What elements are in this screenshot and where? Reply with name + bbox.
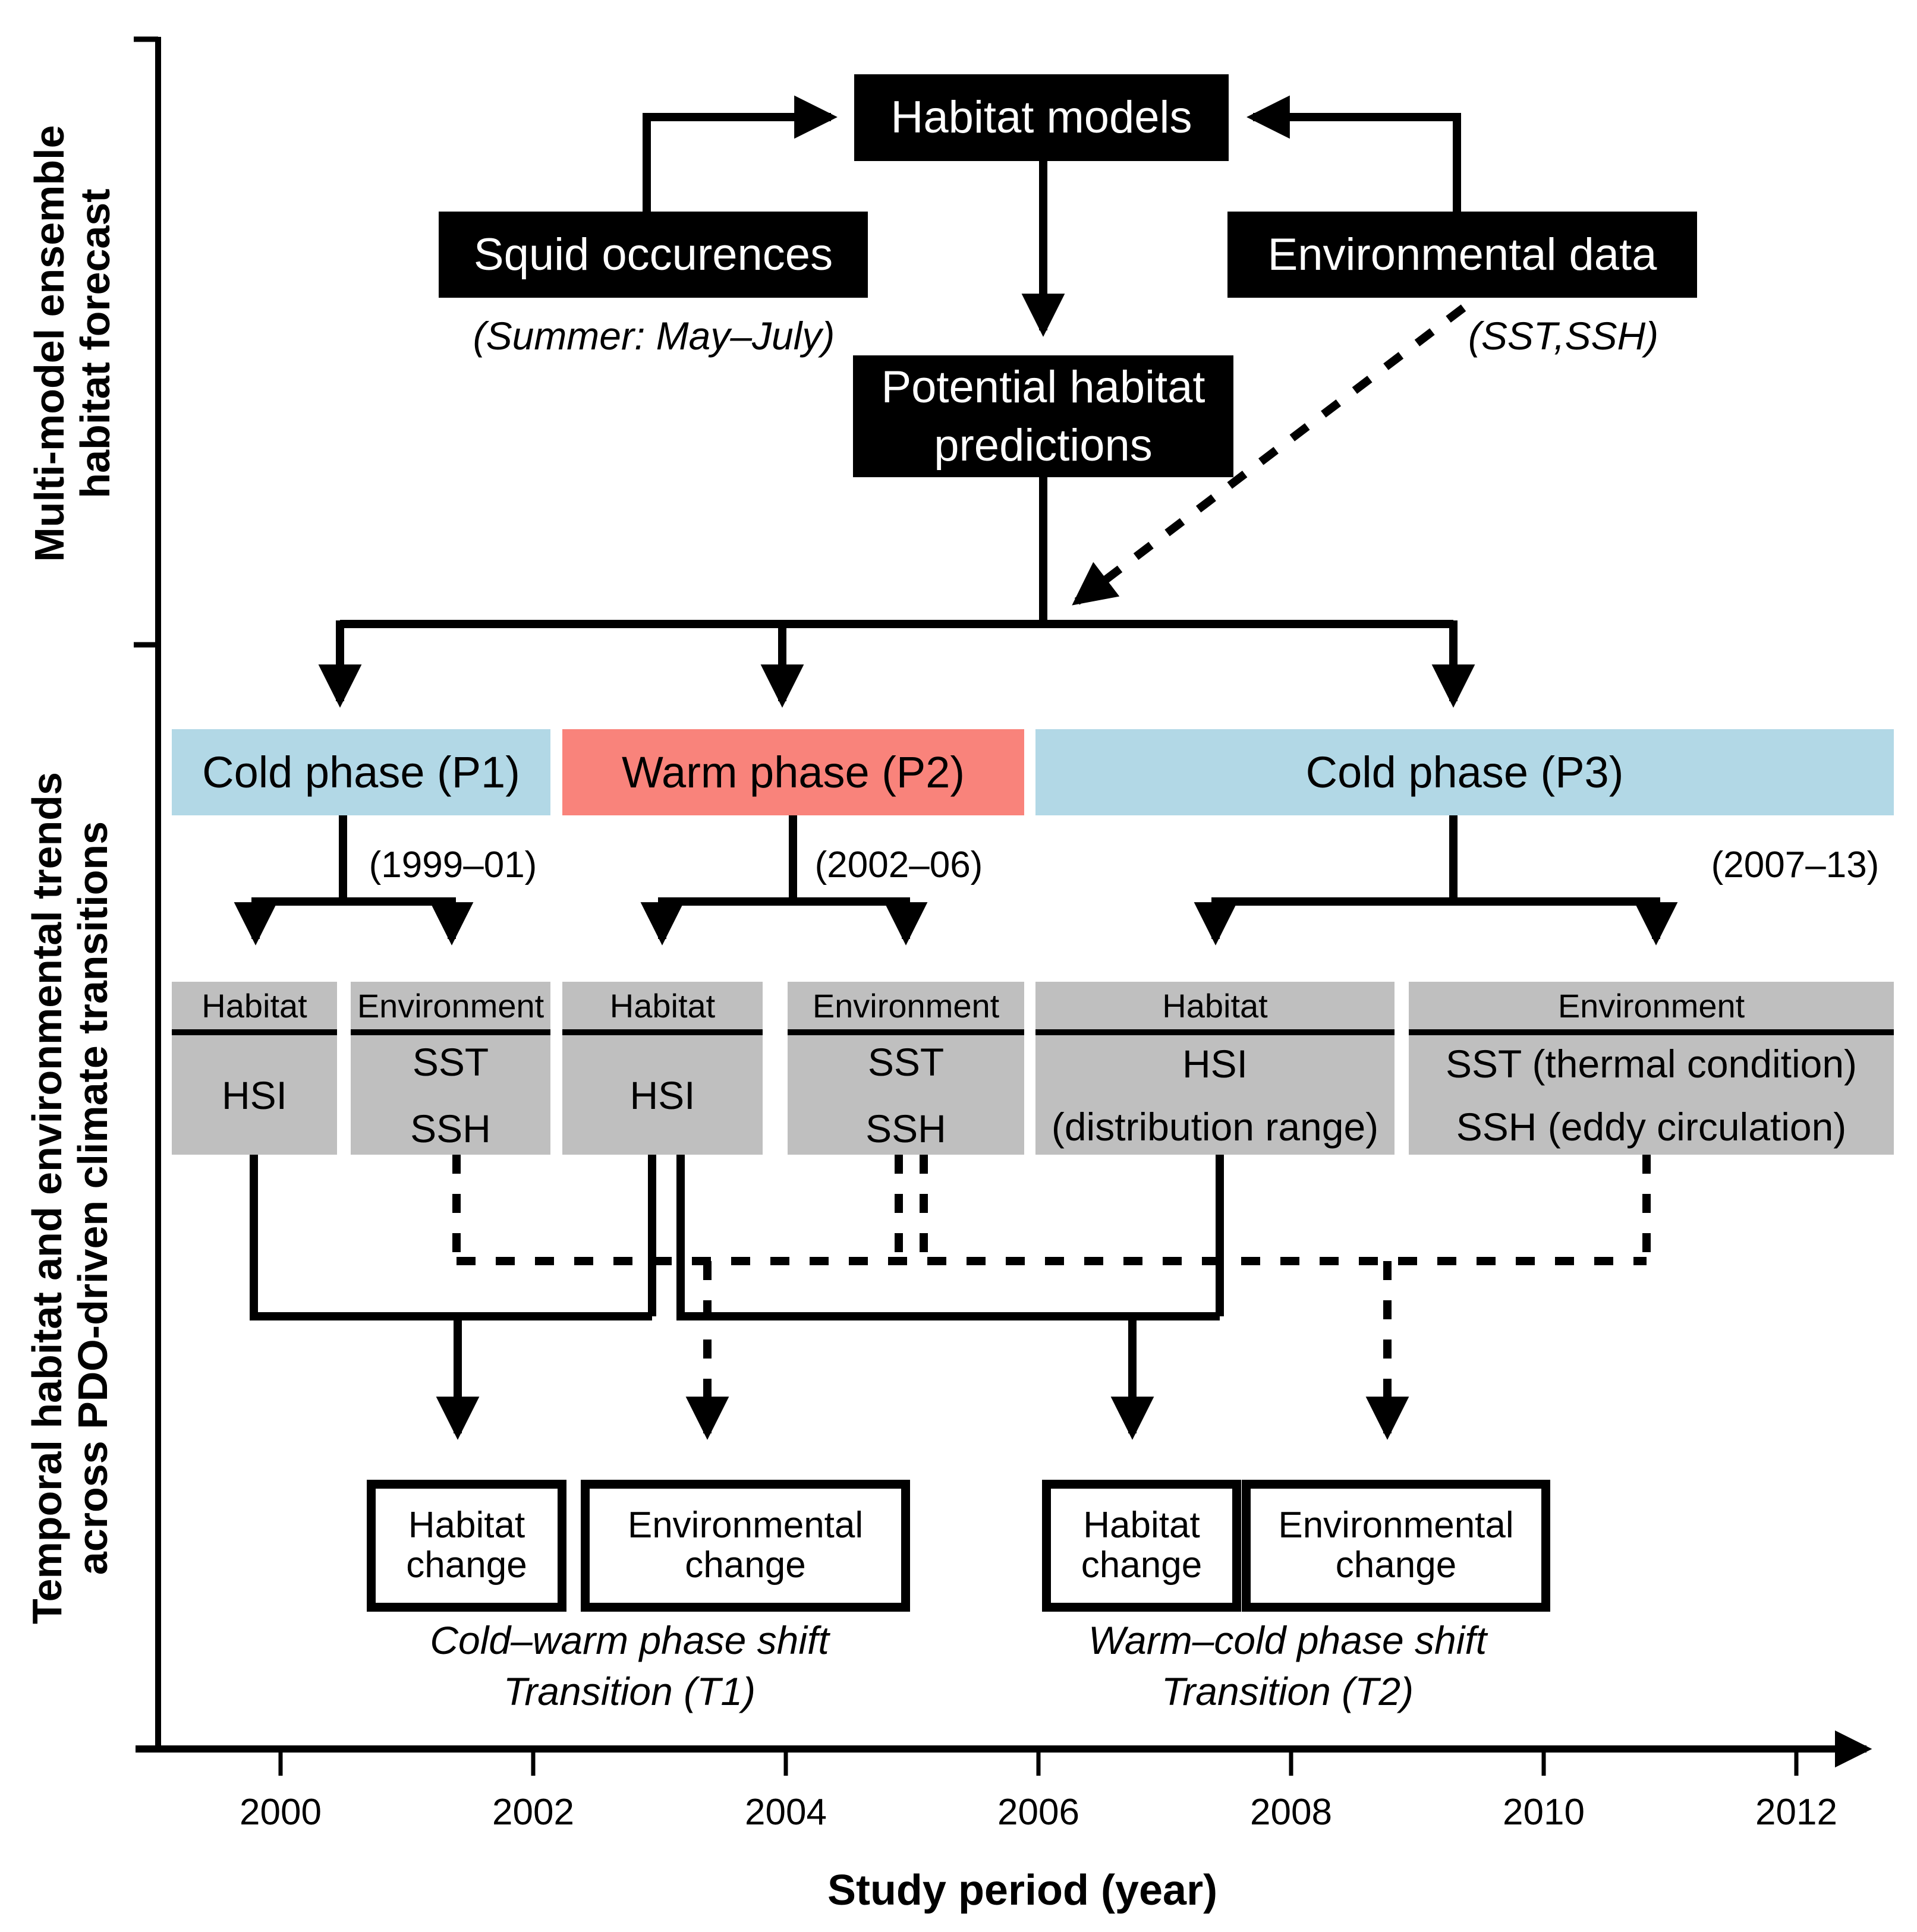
squid-occurrences-box: Squid occurences [439,212,868,298]
panel-p1-environment-header: Environment [357,987,544,1025]
panel-p3-habitat-line1: HSI [1182,1041,1248,1086]
year-label-2010: 2010 [1503,1792,1585,1833]
panel-p3-habitat-line2: (distribution range) [1051,1104,1379,1149]
panel-p2-habitat: Habitat HSI [562,982,763,1155]
p2-period-label: (2002–06) [814,844,983,885]
panel-p2-environment-line2: SSH [865,1106,946,1151]
year-label-2008: 2008 [1250,1792,1332,1833]
panel-p1-habitat: Habitat HSI [172,982,337,1155]
year-ticks [278,1753,1799,1776]
panel-p3-environment-line1: SST (thermal condition) [1445,1041,1858,1086]
panel-p2-habitat-line1: HSI [629,1073,695,1117]
panel-p2-environment: Environment SST SSH [788,982,1024,1155]
potential-habitat-box: Potential habitat predictions [853,355,1233,477]
habitat-models-label: Habitat models [890,92,1192,143]
panel-divider [1035,1029,1395,1035]
t1-habitat-change-box: Habitat change [367,1480,566,1612]
potential-habitat-line2: predictions [934,420,1153,471]
year-label-2006: 2006 [997,1792,1079,1833]
environmental-data-box: Environmental data [1227,212,1697,298]
t1-caption-line1: Cold–warm phase shift [430,1618,829,1662]
year-label-2004: 2004 [745,1792,827,1833]
t1-caption-line2: Transition (T1) [503,1669,756,1713]
year-label-2000: 2000 [240,1792,322,1833]
p3-bracket [1216,815,1656,906]
t1-environmental-change-line2: change [685,1545,806,1586]
squid-caption: (Summer: May–July) [473,314,835,358]
habitat-models-box: Habitat models [854,74,1229,161]
t1-environmental-change-box: Environmental change [581,1480,910,1612]
p1-period-label: (1999–01) [369,844,537,885]
panel-divider [562,1029,763,1035]
panel-divider [788,1029,1024,1035]
t1-habitat-change-line1: Habitat [408,1505,525,1546]
panel-p3-environment: Environment SST (thermal condition) SSH … [1409,982,1894,1155]
year-label-2002: 2002 [492,1792,574,1833]
panel-p1-habitat-header: Habitat [202,987,307,1025]
t2-habitat-change-line1: Habitat [1083,1505,1200,1546]
panel-p2-environment-line1: SST [867,1039,945,1084]
squid-occurrences-label: Squid occurences [473,229,833,280]
phase-bar-p1: Cold phase (P1) [172,729,550,815]
section-label-bottom: Temporal habitat and environmental trend… [24,772,116,1624]
section-label-bottom-line2: across PDO-driven climate transitions [70,821,116,1575]
panel-p2-habitat-header: Habitat [609,987,716,1025]
arrow-squid-to-models [643,95,838,212]
t2-habitat-change-line2: change [1081,1545,1203,1586]
panel-p3-environment-line2: SSH (eddy circulation) [1456,1104,1847,1149]
t2-caption-line2: Transition (T2) [1161,1669,1414,1713]
section-label-bottom-line1: Temporal habitat and environmental trend… [24,772,70,1624]
phase-bar-p3: Cold phase (P3) [1035,729,1894,815]
t1-solid-bracket [250,1155,656,1320]
habitat-solid-network [250,1155,1224,1440]
t1-habitat-change-line2: change [406,1545,527,1586]
year-label-2012: 2012 [1755,1792,1837,1833]
t2-environmental-change-box: Environmental change [1242,1480,1550,1612]
panel-p2-environment-header: Environment [812,987,1000,1025]
panel-p3-environment-header: Environment [1557,987,1745,1025]
p3-period-label: (2007–13) [1711,844,1880,885]
panel-p3-habitat: Habitat HSI (distribution range) [1035,982,1395,1155]
phase-p1-label: Cold phase (P1) [202,748,520,797]
panel-p1-environment-line1: SST [412,1039,489,1084]
environment-dashed-network [452,1155,1651,1440]
phase-bar-p2: Warm phase (P2) [562,729,1024,815]
t2-environmental-change-line1: Environmental [1278,1505,1514,1546]
potential-habitat-line1: Potential habitat [881,362,1205,413]
section-label-top: Multi-model ensemble habitat forecast [26,125,118,562]
envdata-caption: (SST,SSH) [1468,314,1659,358]
panel-divider [1409,1029,1894,1035]
panel-p1-habitat-line1: HSI [221,1073,288,1117]
panel-p1-environment: Environment SST SSH [351,982,550,1155]
arrow-envdata-to-models [1246,95,1461,212]
section-label-top-line2: habitat forecast [72,188,118,499]
panel-p3-habitat-header: Habitat [1162,987,1268,1025]
section-label-top-line1: Multi-model ensemble [26,125,73,562]
panel-divider [351,1029,550,1035]
environmental-data-label: Environmental data [1267,229,1657,280]
t1-environmental-change-line1: Environmental [627,1505,864,1546]
panel-p1-environment-line2: SSH [410,1106,491,1151]
t2-habitat-change-box: Habitat change [1042,1480,1241,1612]
panel-divider [172,1029,337,1035]
t2-solid-bracket [676,1155,1224,1320]
axis-title: Study period (year) [827,1867,1218,1914]
phase-p2-label: Warm phase (P2) [621,748,965,797]
t2-environmental-change-line2: change [1335,1545,1457,1586]
t2-caption-line1: Warm–cold phase shift [1088,1618,1487,1662]
phase-p3-label: Cold phase (P3) [1305,748,1624,797]
